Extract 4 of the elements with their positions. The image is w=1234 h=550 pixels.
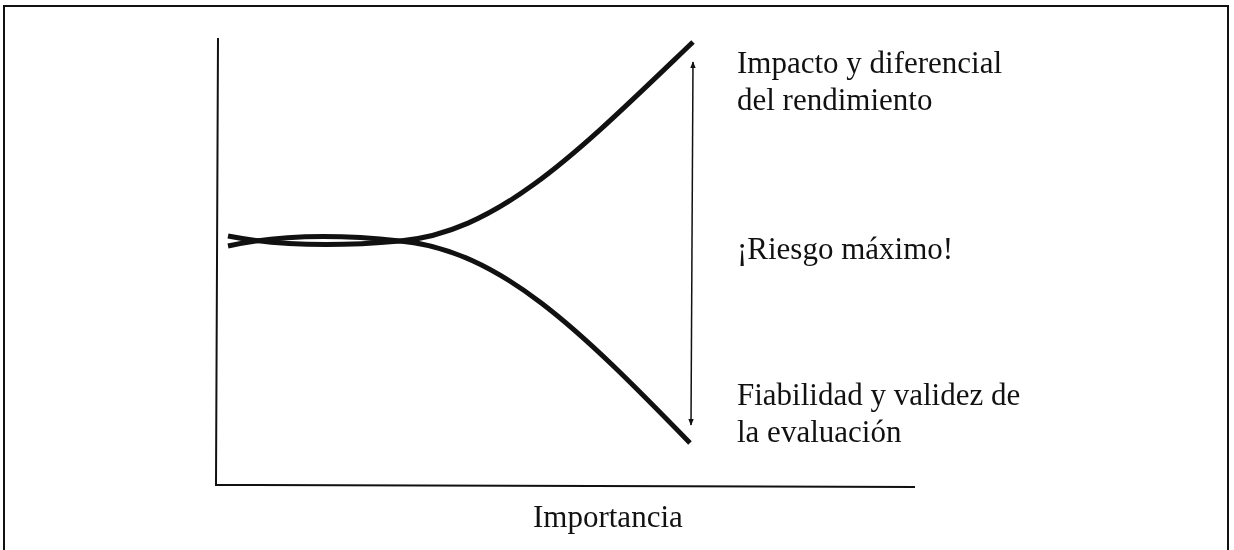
label-text: Fiabilidad y validez de la evaluación <box>737 376 1022 450</box>
label-text: Importancia <box>533 498 684 535</box>
label-text: ¡Riesgo máximo! <box>737 230 955 267</box>
label-text: Impacto y diferencial del rendimiento <box>737 44 1004 118</box>
